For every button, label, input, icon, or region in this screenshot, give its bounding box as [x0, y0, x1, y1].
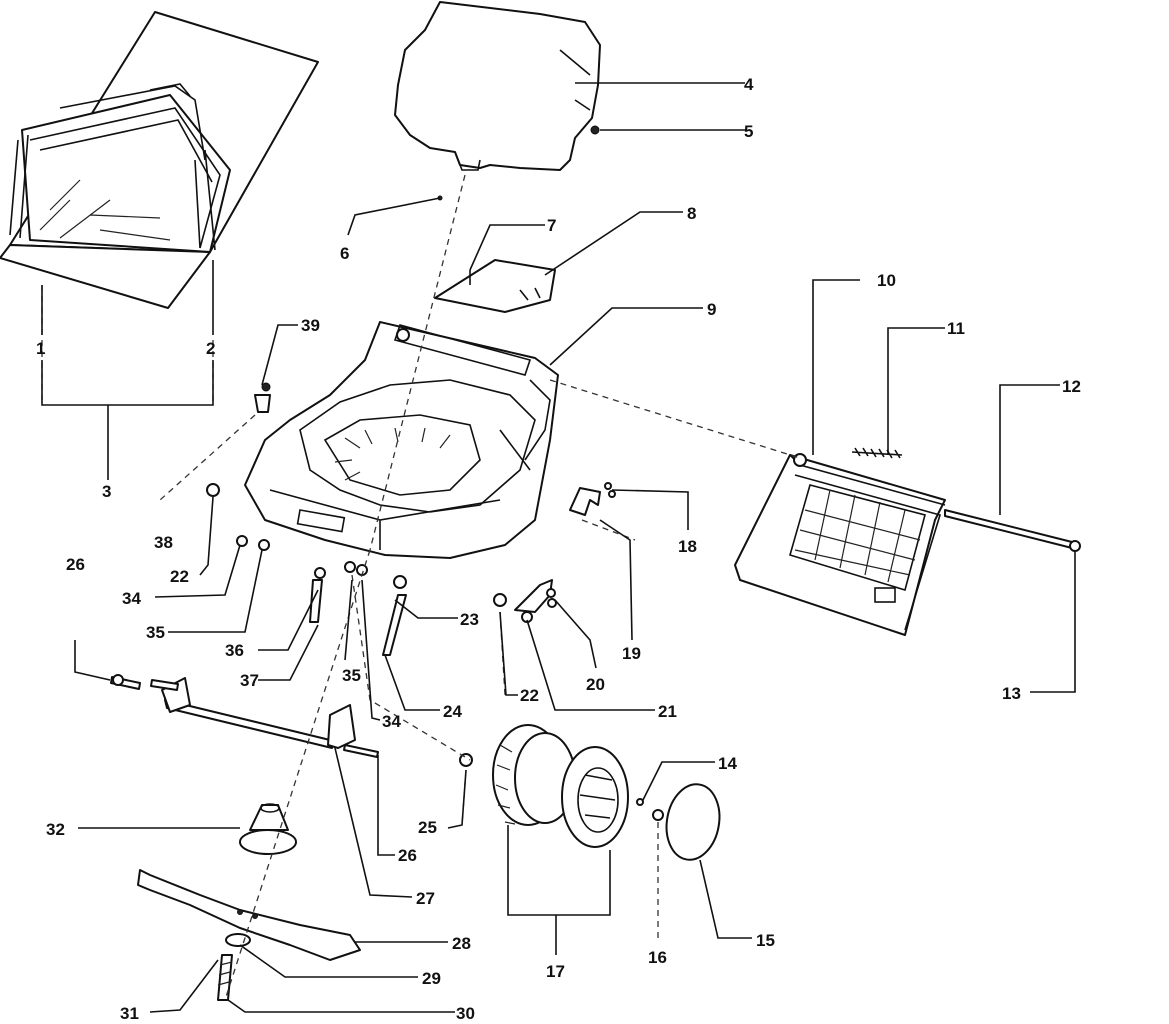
engine: [394, 1, 601, 171]
label-8: 8: [687, 204, 696, 223]
cable-bracket: [434, 259, 556, 313]
hubcap: [665, 783, 721, 861]
label-22a: 22: [170, 567, 189, 586]
label-39: 39: [301, 316, 320, 335]
label-1: 1: [36, 339, 45, 358]
label-28: 28: [452, 934, 471, 953]
cutting-blade: [137, 869, 361, 961]
label-32: 32: [46, 820, 65, 839]
rear-wheel: [492, 724, 629, 848]
blade-adapter: [239, 803, 297, 855]
mower-deck: [244, 321, 559, 559]
label-25: 25: [418, 818, 437, 837]
small-hardware: [206, 125, 664, 821]
grass-catcher-bag: [0, 11, 319, 309]
label-35b: 35: [342, 666, 361, 685]
label-15: 15: [756, 931, 775, 950]
label-7: 7: [547, 216, 556, 235]
label-6: 6: [340, 244, 349, 263]
label-12: 12: [1062, 377, 1081, 396]
label-22b: 22: [520, 686, 539, 705]
label-16: 16: [648, 948, 667, 967]
rear-flap: [734, 453, 946, 636]
label-21: 21: [658, 702, 677, 721]
label-11: 11: [947, 319, 965, 338]
label-10: 10: [877, 271, 896, 290]
label-14: 14: [718, 754, 737, 773]
front-axle: [110, 674, 379, 758]
label-29: 29: [422, 969, 441, 988]
label-37: 37: [240, 671, 259, 690]
blade-bolt: [217, 933, 251, 1001]
label-34b: 34: [382, 712, 401, 731]
label-9: 9: [707, 300, 716, 319]
label-26a: 26: [66, 555, 85, 574]
label-3: 3: [102, 482, 111, 501]
label-31: 31: [120, 1004, 139, 1023]
label-5: 5: [744, 122, 753, 141]
label-2: 2: [206, 339, 215, 358]
label-4: 4: [744, 75, 754, 94]
leader-lines: [41, 82, 1076, 1013]
flap-spring: [851, 447, 903, 459]
label-35a: 35: [146, 623, 165, 642]
label-38: 38: [154, 533, 173, 552]
label-18: 18: [678, 537, 697, 556]
label-27: 27: [416, 889, 435, 908]
label-36: 36: [225, 641, 244, 660]
label-24: 24: [443, 702, 462, 721]
label-19: 19: [622, 644, 641, 663]
label-20: 20: [586, 675, 605, 694]
label-17: 17: [546, 962, 565, 981]
label-26b: 26: [398, 846, 417, 865]
label-34a: 34: [122, 589, 141, 608]
label-30: 30: [456, 1004, 475, 1023]
label-13: 13: [1002, 684, 1021, 703]
part-labels: 1 2 3 4 5 6 7 8 9 10 11 12 13 14 15 16 1…: [36, 75, 1081, 1023]
flap-rod: [944, 509, 1081, 552]
label-23: 23: [460, 610, 479, 629]
